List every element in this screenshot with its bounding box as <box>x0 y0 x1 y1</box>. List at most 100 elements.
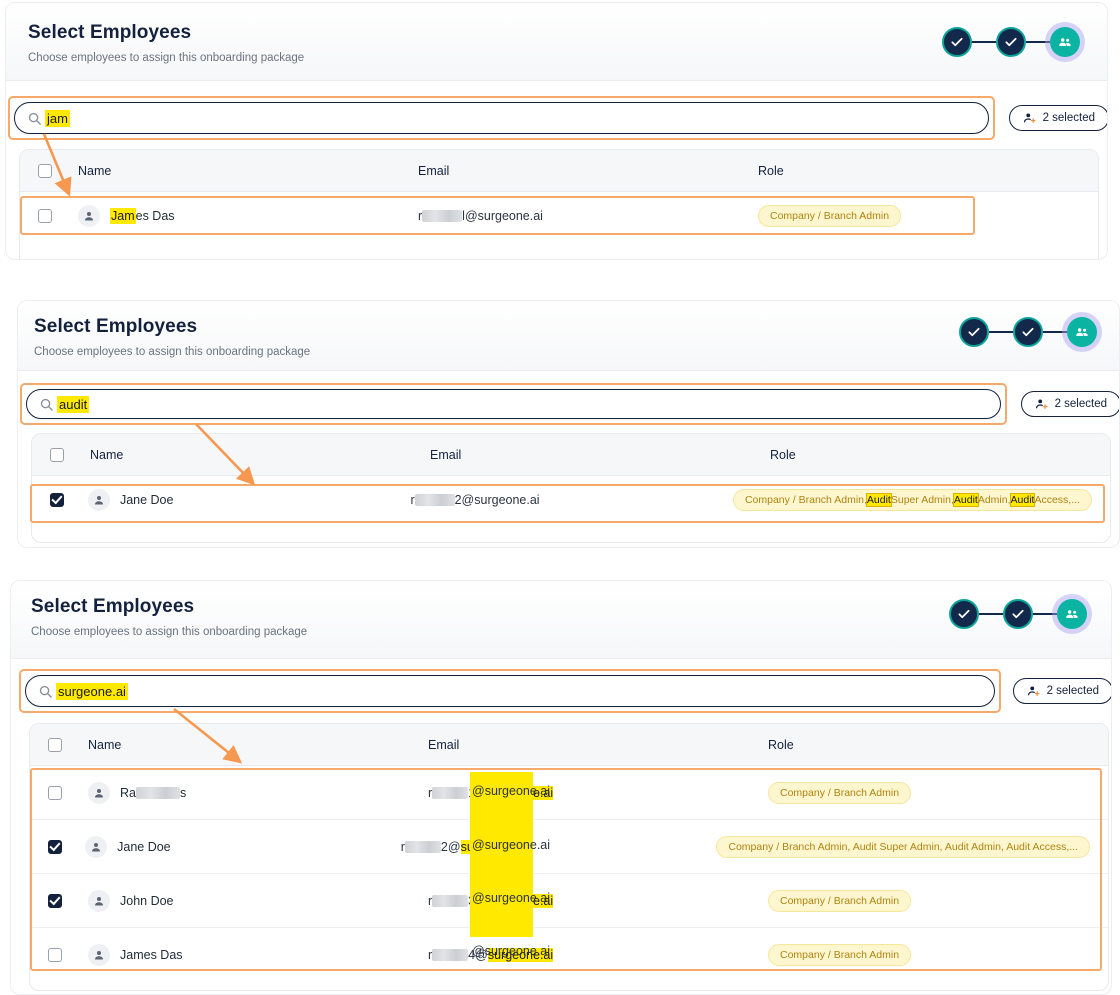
row-checkbox[interactable] <box>50 493 64 507</box>
row-select-cell <box>48 839 85 854</box>
email-highlight-overlay-3: @surgeone.ai <box>472 891 551 905</box>
avatar <box>88 944 110 966</box>
name-text: Jane Doe <box>119 493 174 507</box>
row-checkbox[interactable] <box>48 893 62 908</box>
row-checkbox[interactable] <box>48 948 62 962</box>
name-text: James Das <box>120 948 183 962</box>
selected-count-label: 2 selected <box>1046 685 1099 697</box>
role-chip: Company / Branch Admin <box>768 781 912 804</box>
column-header-name: Name <box>88 737 122 752</box>
step-3-current[interactable] <box>1067 317 1097 347</box>
cell-name: Jane Doe <box>85 835 401 858</box>
search-row: surgeone.ai 2 selected <box>11 669 1111 713</box>
step-connector <box>1026 41 1050 43</box>
email-rest: 2@surgeone.ai <box>454 493 540 507</box>
email-highlight: surgeone.ai <box>487 948 554 962</box>
employee-table: Name Email Role Ras r1@surgeone.ai Compa… <box>29 723 1109 991</box>
email-redaction <box>404 840 441 853</box>
row-select-cell <box>48 893 88 908</box>
cell-role: Company / Branch Admin <box>768 889 912 912</box>
column-header-role: Role <box>768 737 794 752</box>
name-rest: es Das <box>135 209 175 223</box>
check-icon <box>958 609 970 619</box>
panel-select-employees-3: Select Employees Choose employees to ass… <box>10 580 1112 995</box>
search-annotation-box: audit <box>20 383 1007 425</box>
person-add-icon <box>1023 113 1036 123</box>
table-row[interactable]: John Doe r3@surgeone.ai Company / Branch… <box>30 874 1108 928</box>
selected-count-button[interactable]: 2 selected <box>1012 678 1111 704</box>
select-all-checkbox[interactable] <box>50 447 64 462</box>
avatar <box>78 205 100 227</box>
stepper <box>949 599 1087 629</box>
email-highlight-overlay-1: @surgeone.ai <box>472 784 551 798</box>
selected-count-button[interactable]: 2 selected <box>1008 105 1107 131</box>
avatar <box>87 489 110 511</box>
email-redaction <box>422 210 463 222</box>
check-icon <box>1022 327 1034 337</box>
search-input[interactable]: audit <box>26 389 1001 419</box>
role-chip: Company / Branch Admin <box>768 944 912 966</box>
row-select-cell <box>48 785 88 800</box>
avatar <box>88 781 110 804</box>
name-text: John Doe <box>120 893 174 908</box>
table-header-row: Name Email Role <box>30 724 1108 766</box>
row-checkbox[interactable] <box>48 785 62 800</box>
cell-role: Company / Branch Admin <box>768 781 912 804</box>
name-highlight: Jam <box>110 208 136 224</box>
person-icon <box>95 951 103 960</box>
row-checkbox[interactable] <box>38 209 52 223</box>
email-domain-highlight-column <box>470 772 533 937</box>
person-add-icon <box>1027 686 1040 696</box>
row-select-cell <box>38 209 78 223</box>
page-title: Select Employees <box>28 22 192 43</box>
email-redaction <box>432 894 469 907</box>
step-2-done[interactable] <box>1003 599 1033 629</box>
step-1-done[interactable] <box>949 599 979 629</box>
search-row: audit 2 selected <box>18 383 1119 425</box>
email-prefix: r <box>400 839 405 854</box>
step-connector <box>1033 613 1057 615</box>
select-all-checkbox[interactable] <box>38 163 52 178</box>
email-redaction <box>432 786 469 799</box>
name-suffix: s <box>179 785 187 800</box>
selected-count-button[interactable]: 2 selected <box>1020 391 1119 417</box>
search-input[interactable]: jam <box>14 102 989 134</box>
role-part: Admin, <box>977 494 1011 506</box>
step-3-current[interactable] <box>1050 27 1080 57</box>
cell-email: r2@surgeone.ai <box>400 839 717 854</box>
check-icon <box>1012 609 1024 619</box>
row-checkbox[interactable] <box>48 839 62 854</box>
table-row[interactable]: Ras r1@surgeone.ai Company / Branch Admi… <box>30 766 1108 820</box>
step-1-done[interactable] <box>942 27 972 57</box>
email-mid: 2@ <box>440 839 461 854</box>
column-header-role: Role <box>758 163 784 178</box>
select-all-checkbox[interactable] <box>48 737 62 752</box>
step-1-done[interactable] <box>959 317 989 347</box>
step-3-current[interactable] <box>1057 599 1087 629</box>
stepper <box>959 317 1097 347</box>
panel-select-employees-2: Select Employees Choose employees to ass… <box>17 300 1120 548</box>
panel-header: Select Employees Choose employees to ass… <box>11 581 1111 659</box>
cell-role: Company / Branch Admin <box>768 944 912 966</box>
name-text: Jane Doe <box>117 839 171 854</box>
email-prefix: r <box>428 893 433 908</box>
search-annotation-box: surgeone.ai <box>19 669 1001 713</box>
search-input[interactable]: surgeone.ai <box>25 675 995 707</box>
person-add-icon <box>1035 399 1048 409</box>
select-all-cell <box>48 737 88 752</box>
table-row[interactable]: Jane Doe r2@surgeone.ai Company / Branch… <box>30 820 1108 874</box>
email-highlight-overlay-4: @surgeone.ai <box>472 944 551 958</box>
step-2-done[interactable] <box>1013 317 1043 347</box>
step-2-done[interactable] <box>996 27 1026 57</box>
email-prefix: r <box>418 209 423 223</box>
person-icon <box>95 896 103 905</box>
search-icon <box>27 111 42 126</box>
